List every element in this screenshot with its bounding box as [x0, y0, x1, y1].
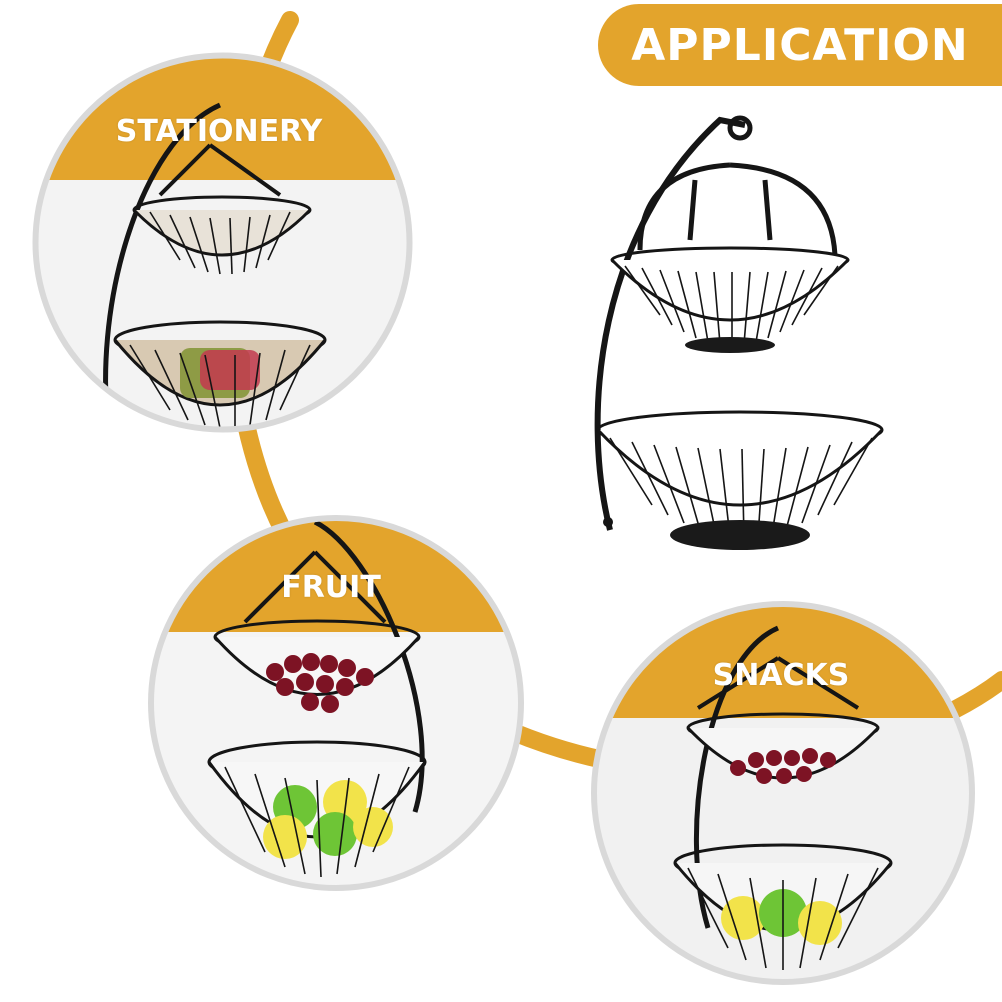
application-title: APPLICATION: [631, 19, 969, 71]
two-tier-basket-illustration: [594, 115, 884, 550]
application-banner: APPLICATION: [598, 4, 1002, 86]
stationery-basket-image: [32, 52, 413, 433]
stationery-label: STATIONERY: [115, 114, 323, 149]
snacks-photo-circle: SNACKS: [588, 598, 978, 988]
snacks-basket-image: [591, 601, 975, 985]
main-product-image: [580, 110, 900, 570]
stationery-photo-circle: STATIONERY: [30, 50, 415, 435]
fruit-label: FRUIT: [281, 570, 381, 605]
fruit-photo-circle: FRUIT: [145, 512, 527, 894]
snacks-label: SNACKS: [712, 658, 850, 693]
fruit-basket-image: [148, 515, 524, 891]
